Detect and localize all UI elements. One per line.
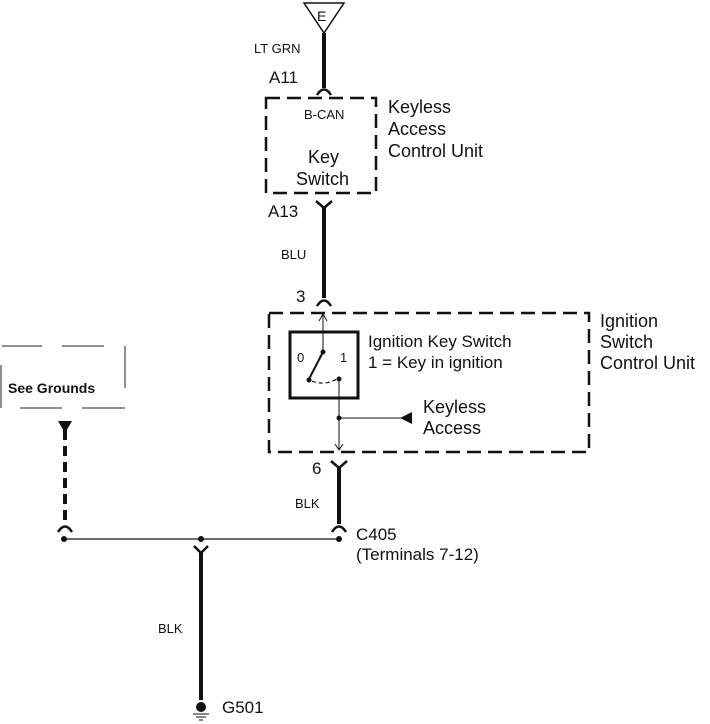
key-switch-line-1: Key <box>308 147 340 167</box>
c405-fork <box>330 525 348 533</box>
wire-color-blu: BLU <box>281 247 307 262</box>
ignition-unit-name-1: Ignition <box>600 311 659 331</box>
ignition-switch-unit-box <box>267 311 591 454</box>
keyless-signal-line-1: Keyless <box>423 397 487 417</box>
terminal-6-label: 6 <box>312 459 322 478</box>
ground-g501-label: G501 <box>222 698 264 717</box>
switch-title: Ignition Key Switch <box>368 332 512 351</box>
see-grounds-arrow <box>58 421 72 433</box>
key-switch-line-2: Switch <box>296 169 350 189</box>
ignition-unit-name-2: Switch <box>600 332 654 352</box>
terminal-3-fork <box>315 299 333 307</box>
keyless-unit-name-2: Access <box>388 119 447 139</box>
terminal-a13-label: A13 <box>268 202 299 221</box>
keyless-access-arrow <box>400 412 412 424</box>
b-can-label: B-CAN <box>304 107 345 122</box>
switch-arm <box>308 351 324 380</box>
keyless-signal-line-2: Access <box>423 418 482 438</box>
wire-color-lt-grn: LT GRN <box>254 41 301 56</box>
keyless-unit-name-3: Control Unit <box>388 141 484 161</box>
connector-e-label: E <box>317 8 327 24</box>
keyless-unit-name-1: Keyless <box>388 97 452 117</box>
wire-color-blk-lower: BLK <box>158 621 183 636</box>
switch-position-1: 1 <box>340 350 348 365</box>
terminal-a11-fork <box>315 88 333 96</box>
see-grounds-label[interactable]: See Grounds <box>8 380 96 396</box>
connector-e-symbol <box>302 2 346 35</box>
keyless-access-unit-box <box>264 96 378 195</box>
ground-g501-symbol <box>196 702 206 712</box>
see-grounds-box <box>0 345 126 409</box>
connector-c405-note: (Terminals 7-12) <box>356 545 479 564</box>
wire-color-blk-upper: BLK <box>295 496 320 511</box>
ignition-unit-name-3: Control Unit <box>600 353 696 373</box>
switch-position-0: 0 <box>297 350 305 365</box>
connector-c405-label: C405 <box>356 525 397 544</box>
ignition-key-switch-box <box>288 330 360 400</box>
terminal-3-label: 3 <box>296 287 306 306</box>
terminal-a11-label: A11 <box>269 68 298 87</box>
switch-legend: 1 = Key in ignition <box>368 353 503 372</box>
